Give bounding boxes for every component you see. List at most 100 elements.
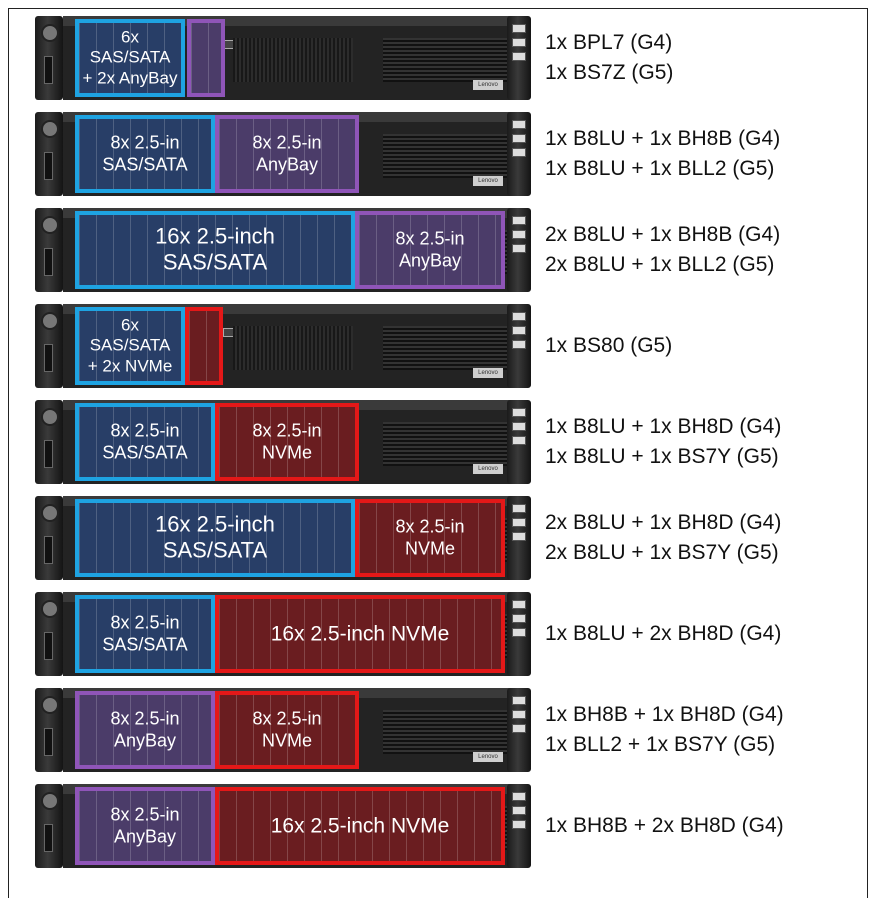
part-numbers: 1x B8LU + 1x BH8D (G4) 1x B8LU + 1x BS7Y … xyxy=(545,412,865,472)
usb-port-icon xyxy=(512,600,526,609)
usb-port-icon xyxy=(512,696,526,705)
rack-ear-right xyxy=(507,400,531,484)
vga-port-icon xyxy=(44,248,53,276)
usb-port-icon xyxy=(512,38,526,47)
fan-grille xyxy=(383,38,511,82)
rack-ear-left xyxy=(35,208,63,292)
part-number-line: 1x B8LU + 1x BH8B (G4) xyxy=(545,127,781,150)
part-number-line: 1x B8LU + 1x BS7Y (G5) xyxy=(545,445,779,468)
lenovo-logo: Lenovo xyxy=(473,80,503,90)
usb-port-icon xyxy=(512,408,526,417)
anybay-bay: 8x 2.5-in AnyBay xyxy=(75,787,215,865)
sas-sata-bay: 8x 2.5-in SAS/SATA xyxy=(75,115,215,193)
part-number-line: 1x BS7Z (G5) xyxy=(545,61,674,84)
vent-grille xyxy=(233,326,353,370)
bay-label: 8x 2.5-in NVMe xyxy=(252,420,322,462)
bay-label: 8x 2.5-in NVMe xyxy=(252,708,322,750)
usb-port-icon xyxy=(512,230,526,239)
bay-label: 16x 2.5-inch NVMe xyxy=(270,814,450,838)
bay-label: 8x 2.5-in SAS/SATA xyxy=(102,612,188,654)
part-number-line: 1x B8LU + 1x BH8D (G4) xyxy=(545,415,782,438)
vga-port-icon xyxy=(44,440,53,468)
usb-port-icon xyxy=(512,134,526,143)
fan-grille xyxy=(383,134,511,178)
vga-port-icon xyxy=(44,536,53,564)
part-number-line: 1x BH8B + 1x BH8D (G4) xyxy=(545,703,784,726)
part-numbers: 1x BPL7 (G4)1x BS7Z (G5) xyxy=(545,28,865,88)
drive-slots xyxy=(79,503,351,573)
rack-ear-right xyxy=(507,208,531,292)
usb-port-icon xyxy=(512,24,526,33)
sas-sata-bay: 6x SAS/SATA + 2x AnyBay xyxy=(75,19,185,97)
latch-icon xyxy=(41,312,59,330)
led-icon xyxy=(512,628,526,637)
bay-label: 8x 2.5-in SAS/SATA xyxy=(102,420,188,462)
drive-slots xyxy=(79,695,211,765)
part-number-line: 2x B8LU + 1x BH8D (G4) xyxy=(545,511,782,534)
vga-port-icon xyxy=(44,152,53,180)
fan-grille xyxy=(383,710,511,754)
drive-slots xyxy=(219,695,355,765)
lenovo-logo: Lenovo xyxy=(473,752,503,762)
part-numbers: 1x B8LU + 2x BH8D (G4) xyxy=(545,619,865,649)
bay-label: 6x SAS/SATA + 2x AnyBay xyxy=(82,27,178,88)
usb-port-icon xyxy=(512,120,526,129)
server-config-row: Lenovo 8x 2.5-in SAS/SATA 8x 2.5-in NVMe xyxy=(35,400,531,484)
fan-grille xyxy=(383,326,511,370)
bay-label: 16x 2.5-inch NVMe xyxy=(270,622,450,646)
usb-port-icon xyxy=(512,518,526,527)
latch-icon xyxy=(41,120,59,138)
usb-port-icon xyxy=(512,792,526,801)
sas-sata-bay: 16x 2.5-inch SAS/SATA xyxy=(75,499,355,577)
drive-slots xyxy=(189,311,219,381)
bay-number-strip xyxy=(63,304,523,314)
part-number-line: 1x BLL2 + 1x BS7Y (G5) xyxy=(545,733,776,756)
bay-label: 8x 2.5-in AnyBay xyxy=(110,708,180,750)
vga-port-icon xyxy=(44,728,53,756)
nvme-bay: 16x 2.5-inch NVMe xyxy=(215,787,505,865)
usb-port-icon xyxy=(512,806,526,815)
usb-port-icon xyxy=(512,614,526,623)
rack-ear-left xyxy=(35,400,63,484)
led-icon xyxy=(512,532,526,541)
lenovo-logo: Lenovo xyxy=(473,368,503,378)
part-number-line: 1x BH8B + 2x BH8D (G4) xyxy=(545,814,784,837)
rack-ear-right xyxy=(507,688,531,772)
rack-ear-right xyxy=(507,592,531,676)
bay-label: 8x 2.5-in AnyBay xyxy=(252,132,322,174)
vga-port-icon xyxy=(44,56,53,84)
anybay-bay: 8x 2.5-in AnyBay xyxy=(75,691,215,769)
bay-label: 16x 2.5-inch SAS/SATA xyxy=(155,511,275,563)
rack-ear-right xyxy=(507,304,531,388)
led-icon xyxy=(512,52,526,61)
lenovo-logo: Lenovo xyxy=(473,464,503,474)
drive-slots xyxy=(219,599,501,669)
bay-label: 8x 2.5-in SAS/SATA xyxy=(102,132,188,174)
part-number-line: 2x B8LU + 1x BH8B (G4) xyxy=(545,223,781,246)
drive-slots xyxy=(79,407,211,477)
part-numbers: 2x B8LU + 1x BH8B (G4)2x B8LU + 1x BLL2 … xyxy=(545,220,865,280)
part-numbers: 2x B8LU + 1x BH8D (G4) 2x B8LU + 1x BS7Y … xyxy=(545,508,865,568)
drive-slots xyxy=(79,215,351,285)
drive-slots xyxy=(359,215,501,285)
rack-ear-right xyxy=(507,496,531,580)
part-numbers: 1x BH8B + 1x BH8D (G4) 1x BLL2 + 1x BS7Y … xyxy=(545,700,865,760)
led-icon xyxy=(512,436,526,445)
anybay-bay: 8x 2.5-in AnyBay xyxy=(355,211,505,289)
part-number-line: 1x B8LU + 1x BLL2 (G5) xyxy=(545,157,775,180)
rack-ear-left xyxy=(35,784,63,868)
bay-number-strip xyxy=(63,16,523,26)
fan-grille xyxy=(383,422,511,466)
part-number-line: 1x BS80 (G5) xyxy=(545,334,673,357)
latch-icon xyxy=(41,792,59,810)
led-icon xyxy=(512,820,526,829)
part-numbers: 1x BS80 (G5) xyxy=(545,331,865,361)
rack-ear-left xyxy=(35,688,63,772)
part-number-line: 2x B8LU + 1x BS7Y (G5) xyxy=(545,541,779,564)
usb-port-icon xyxy=(512,504,526,513)
led-icon xyxy=(512,724,526,733)
vga-port-icon xyxy=(44,824,53,852)
usb-port-icon xyxy=(512,312,526,321)
